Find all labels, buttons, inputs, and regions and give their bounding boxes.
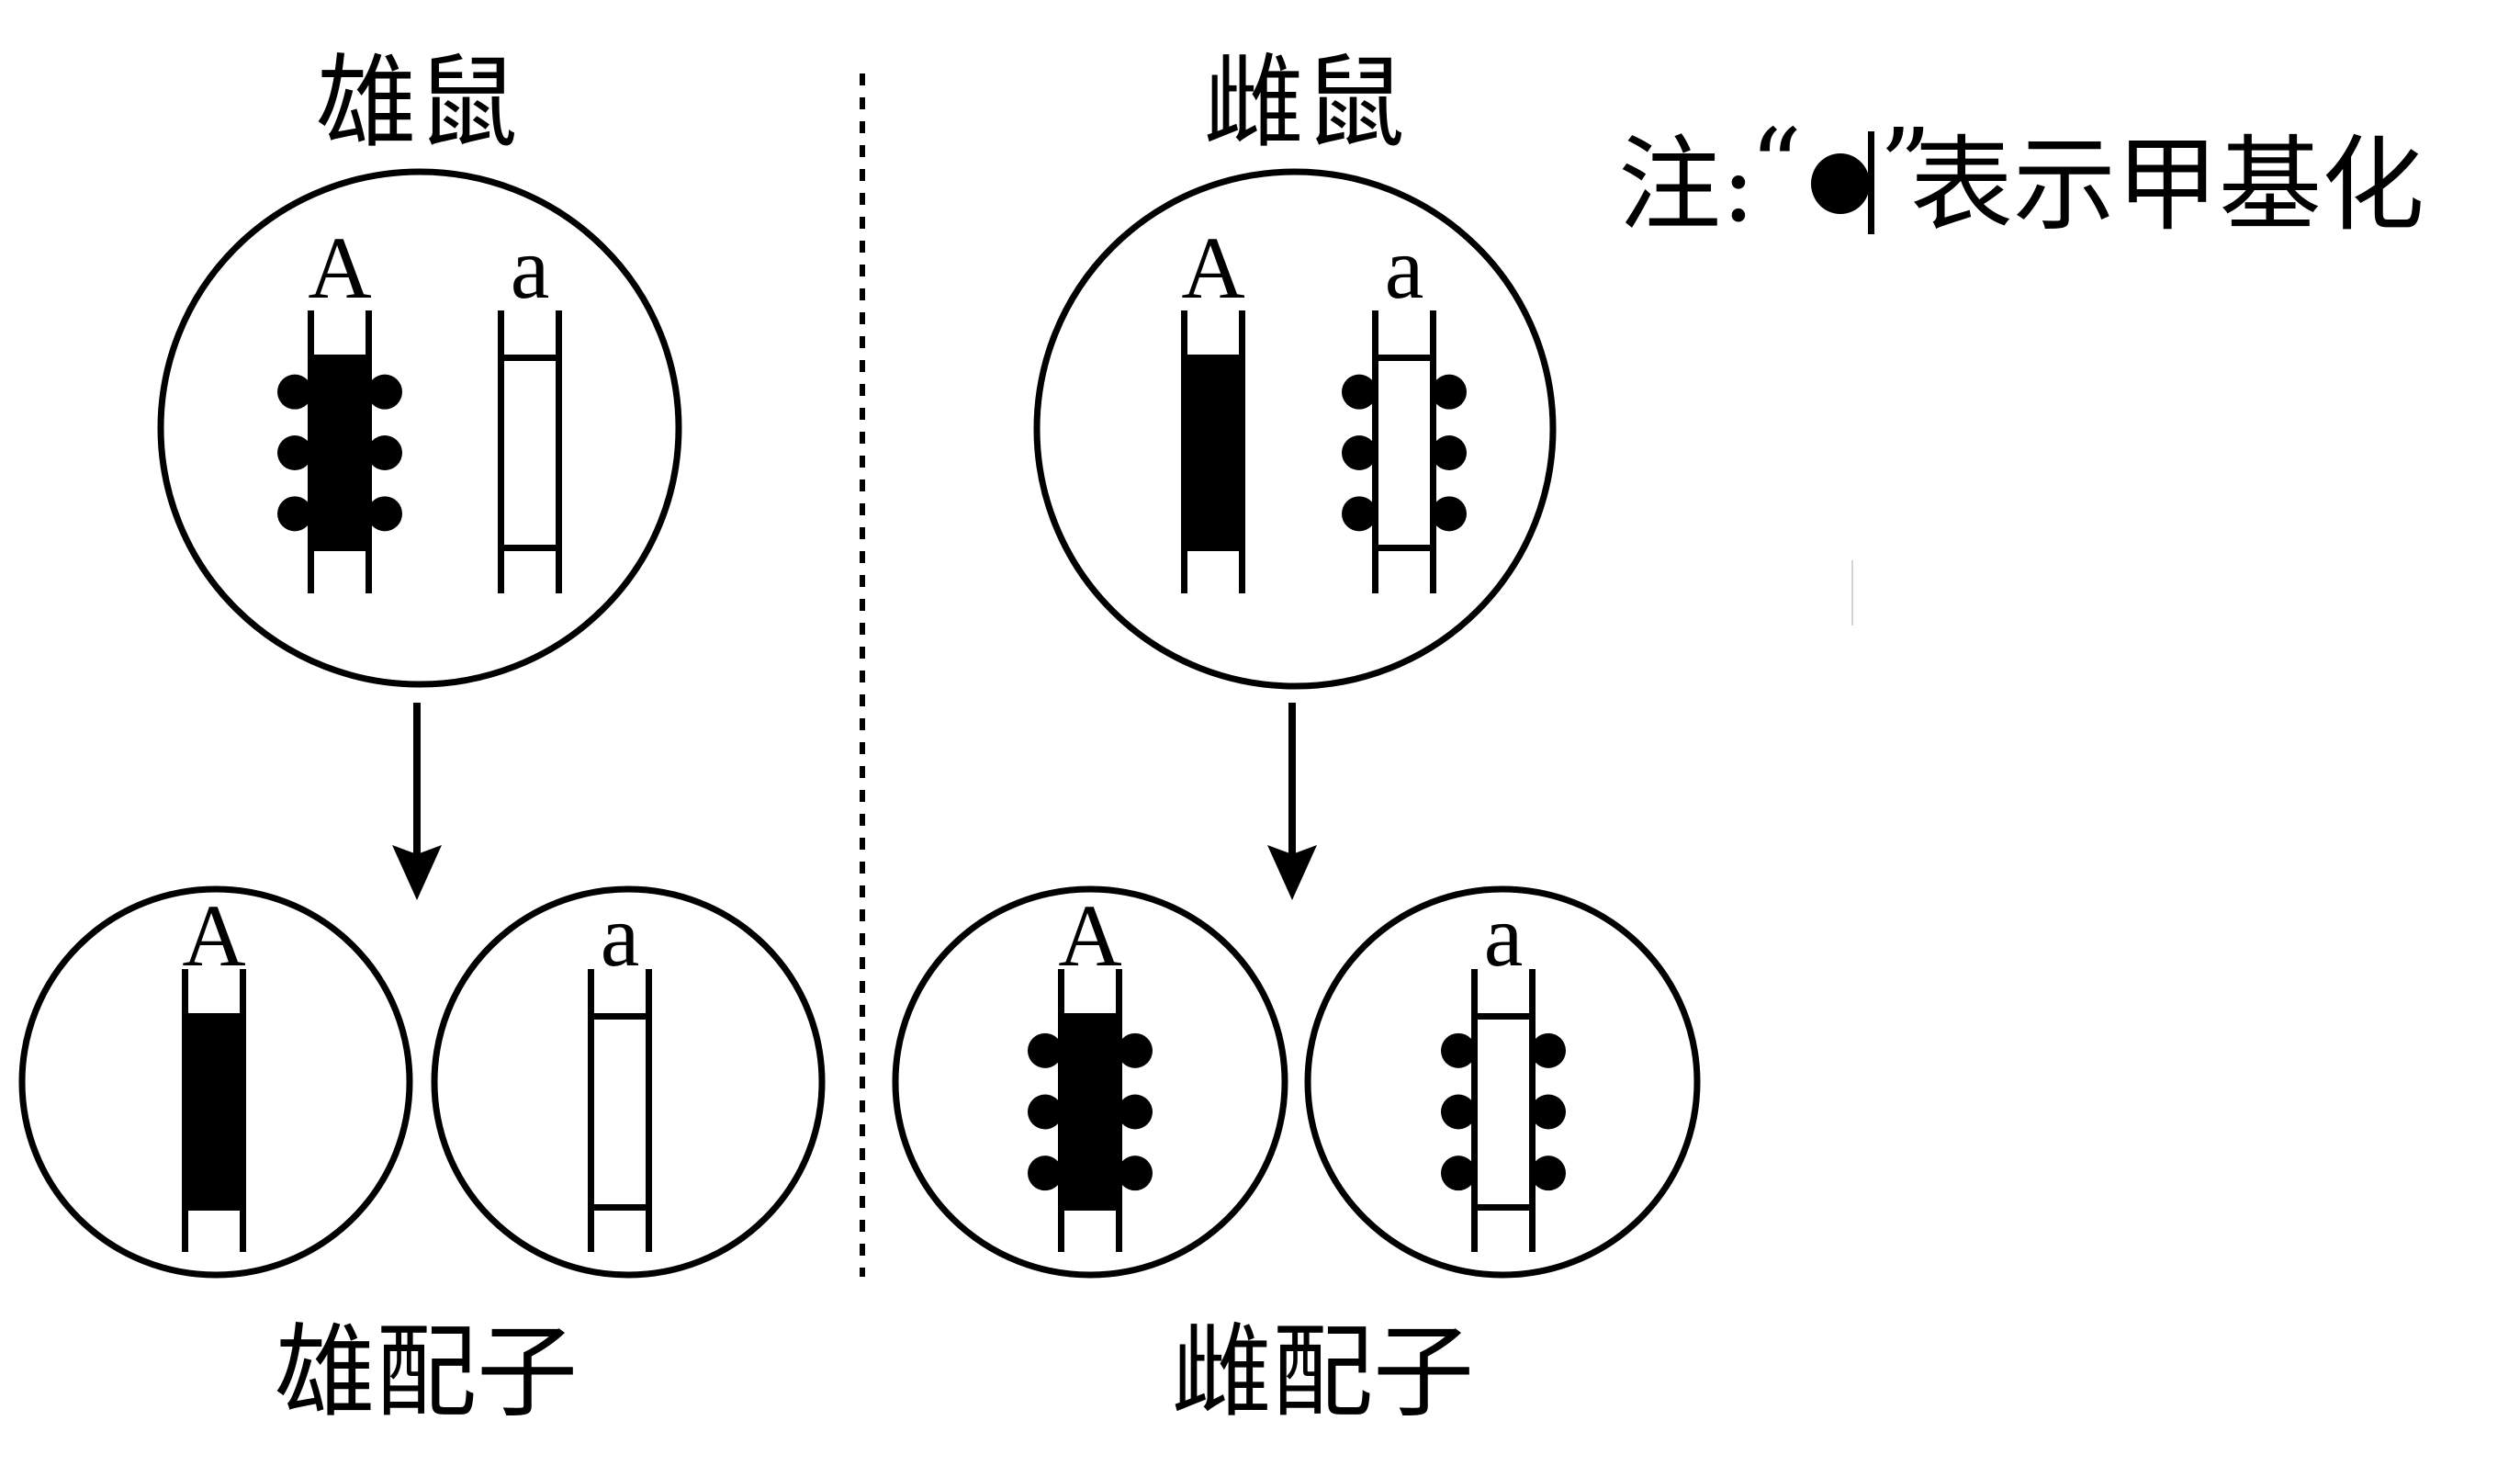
arrow-down-icon	[392, 845, 442, 900]
gene-band-filled	[182, 1013, 246, 1211]
gene-band-edge	[1471, 1013, 1536, 1020]
chromatid-bar	[308, 310, 314, 593]
methyl-dot-icon	[1342, 496, 1377, 532]
methyl-dot-icon	[367, 374, 402, 410]
female-gamete: A	[892, 885, 1288, 1279]
chromosome-a-recessive: a	[588, 886, 652, 1252]
chromatid-bar	[1058, 969, 1064, 1252]
chromatid-bar	[1430, 310, 1436, 593]
methyl-dot-icon	[1118, 1032, 1153, 1068]
methyl-dot-icon	[277, 435, 312, 470]
female-mouse-label: 雌鼠	[1203, 44, 1405, 162]
methyl-dot-icon	[1811, 131, 1874, 234]
gene-label: a	[601, 886, 640, 985]
methyl-dot-icon	[1432, 435, 1467, 470]
legend-open-quote: “	[1749, 107, 1802, 227]
chromatid-bar	[1529, 969, 1536, 1252]
legend-text: 表示甲基化	[1910, 126, 2424, 245]
gene-band-filled	[308, 355, 372, 551]
methyl-dot-icon	[1531, 1094, 1566, 1130]
chromatid-bar	[1372, 310, 1378, 593]
male-meiosis-arrow	[392, 703, 442, 900]
legend-prefix: 注:	[1618, 126, 1756, 245]
male-gamete-label: 雄配子	[275, 1314, 578, 1431]
male-gamete: A	[18, 885, 413, 1279]
male-mouse-label: 雄鼠	[316, 44, 518, 162]
gene-label: A	[1181, 219, 1244, 317]
chromosome-a-recessive: a	[1342, 219, 1467, 593]
methyl-dot-icon	[1028, 1032, 1063, 1068]
methyl-dot-icon	[1441, 1094, 1476, 1130]
chromosome-A-dominant: A	[182, 886, 246, 1252]
chromatid-bar	[1471, 969, 1478, 1252]
methyl-dot-icon	[1342, 435, 1377, 470]
male-gamete: a	[431, 885, 826, 1279]
methyl-dot-icon	[1118, 1156, 1153, 1191]
methyl-dot-icon	[1531, 1032, 1566, 1068]
gene-label: A	[1058, 886, 1121, 985]
methyl-dot-icon	[1028, 1094, 1063, 1130]
gene-band-edge	[498, 355, 562, 361]
methyl-dot-icon	[367, 496, 402, 532]
gene-band-filled	[1058, 1013, 1122, 1211]
arrow-shaft	[1288, 703, 1296, 854]
chromatid-bar	[646, 969, 652, 1252]
chromatid-bar	[366, 310, 372, 593]
arrow-shaft	[413, 703, 421, 854]
cell-membrane	[1033, 168, 1557, 690]
methyl-dot-icon	[277, 374, 312, 410]
arrow-down-icon	[1267, 845, 1317, 900]
methyl-dot-icon	[367, 435, 402, 470]
chromatid-bar	[498, 310, 504, 593]
gamete-membrane	[1304, 885, 1701, 1279]
chromosome-A-dominant: A	[1028, 886, 1153, 1252]
female-gamete: a	[1304, 885, 1701, 1279]
gene-label: a	[511, 219, 550, 317]
methyl-dot-icon	[1118, 1094, 1153, 1130]
methyl-dot-icon	[1028, 1156, 1063, 1191]
gene-label: A	[182, 886, 245, 985]
chromatid-bar	[1116, 969, 1122, 1252]
gene-label: a	[1484, 886, 1524, 985]
legend: 注: “ ” 表示甲基化	[1618, 107, 2424, 245]
gene-label: A	[308, 219, 371, 317]
legend-close-quote: ”	[1879, 107, 1931, 227]
methyl-dot-icon	[1432, 374, 1467, 410]
chromosome-A-dominant: A	[1181, 219, 1245, 593]
gene-band-edge	[1471, 1204, 1536, 1211]
methyl-dot-icon	[1441, 1156, 1476, 1191]
gene-band-edge	[588, 1204, 652, 1211]
methyl-dot-icon	[1342, 374, 1377, 410]
gene-band-edge	[1372, 355, 1436, 361]
chromatid-bar	[588, 969, 594, 1252]
female-meiosis-arrow	[1267, 703, 1317, 900]
cell-membrane	[157, 168, 682, 688]
chromatid-bar	[556, 310, 562, 593]
chromosome-a-recessive: a	[498, 219, 562, 593]
gene-band-edge	[1372, 545, 1436, 551]
chromosome-a-recessive: a	[1441, 886, 1566, 1252]
methyl-dot-icon	[277, 496, 312, 532]
methyl-dot-icon	[1441, 1032, 1476, 1068]
methyl-dot-icon	[1531, 1156, 1566, 1191]
gene-label: a	[1385, 219, 1424, 317]
gamete-membrane	[431, 885, 826, 1279]
gene-band-edge	[498, 545, 562, 551]
gene-band-filled	[1181, 355, 1245, 551]
chromosome-A-dominant: A	[277, 219, 402, 593]
female-gamete-label: 雌配子	[1171, 1314, 1474, 1431]
gene-band-edge	[588, 1013, 652, 1020]
methyl-dot-icon	[1432, 496, 1467, 532]
